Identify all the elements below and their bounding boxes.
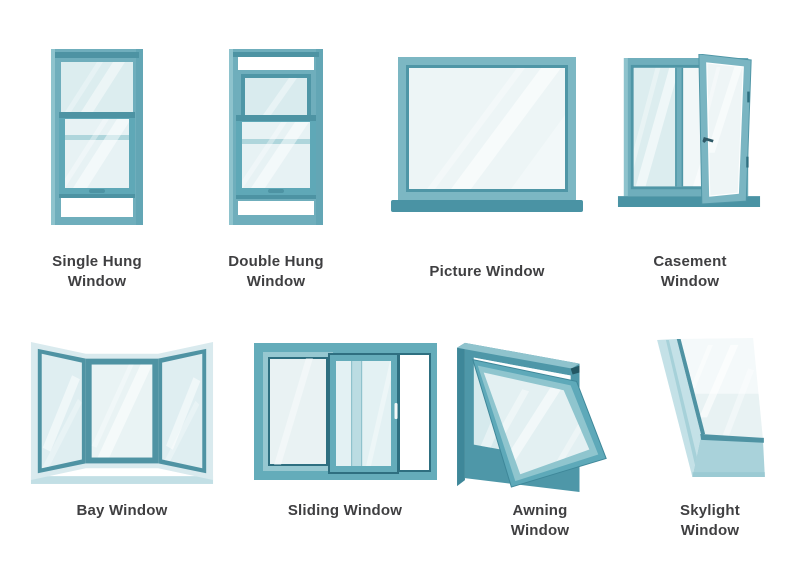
cell-bay: Bay Window xyxy=(20,325,224,519)
bay-window-icon xyxy=(30,342,214,484)
cell-casement: Casement Window xyxy=(608,30,772,290)
skylight-figure xyxy=(628,325,792,480)
skylight-label: Skylight Window xyxy=(680,502,740,539)
single-hung-label: Single Hung Window xyxy=(52,253,142,290)
casement-window-icon xyxy=(617,54,761,207)
double-hung-figure xyxy=(194,30,358,225)
double-hung-label: Double Hung Window xyxy=(228,253,324,290)
double-hung-window-icon xyxy=(229,49,323,225)
awning-window-icon xyxy=(457,342,607,492)
bay-figure xyxy=(20,325,224,487)
picture-label: Picture Window xyxy=(429,263,545,281)
cell-awning: Awning Window xyxy=(454,325,626,539)
cell-skylight: Skylight Window xyxy=(628,325,792,539)
cell-double-hung: Double Hung Window xyxy=(194,30,358,290)
bay-label: Bay Window xyxy=(76,502,168,519)
picture-window-icon xyxy=(391,57,583,212)
casement-label: Casement Window xyxy=(653,253,727,290)
cell-single-hung: Single Hung Window xyxy=(15,30,179,290)
picture-figure xyxy=(385,30,589,213)
cell-picture: Picture Window xyxy=(385,30,589,280)
casement-figure xyxy=(608,30,772,212)
awning-label: Awning Window xyxy=(510,502,570,539)
single-hung-figure xyxy=(15,30,179,225)
awning-figure xyxy=(454,325,626,492)
sliding-window-icon xyxy=(253,343,437,480)
skylight-window-icon xyxy=(656,337,765,478)
single-hung-window-icon xyxy=(51,49,143,225)
cell-sliding: Sliding Window xyxy=(243,325,447,519)
sliding-figure xyxy=(243,325,447,480)
sliding-label: Sliding Window xyxy=(287,502,403,519)
